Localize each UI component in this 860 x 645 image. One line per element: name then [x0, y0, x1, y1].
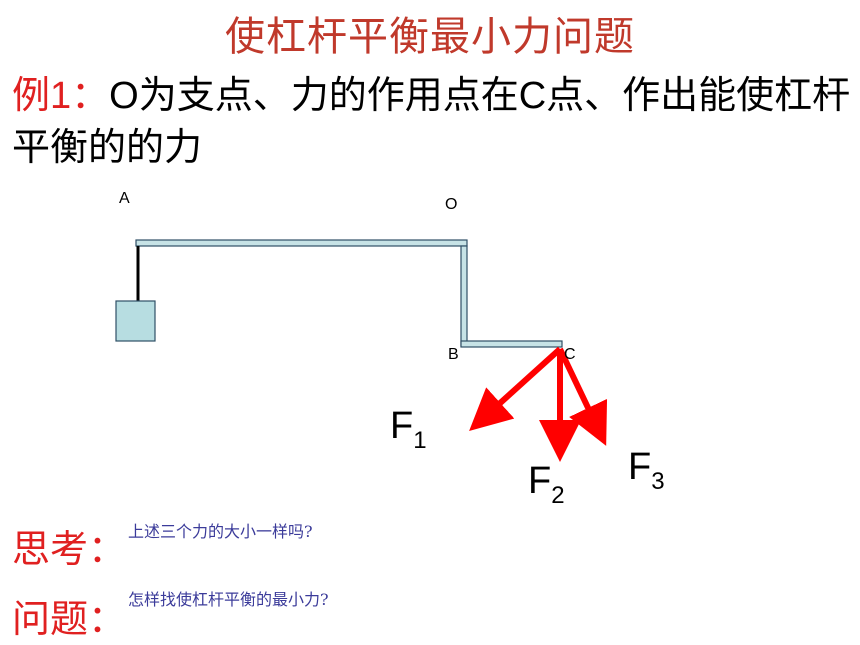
question-text: 怎样找使杠杆平衡的最小力? — [128, 590, 329, 609]
question-label: 问题： — [12, 597, 127, 641]
lever-vertical-segment — [460, 245, 468, 347]
point-a-label: A — [119, 190, 130, 207]
force-label-f3: F3 — [628, 446, 665, 495]
lever-top-bar — [135, 239, 468, 247]
point-o-label: O — [445, 196, 458, 213]
point-b-label: B — [448, 346, 459, 363]
hanging-weight — [115, 300, 156, 342]
force-label-f1: F1 — [390, 405, 427, 454]
example-label: 例1： — [12, 75, 110, 117]
think-text: 上述三个力的大小一样吗? — [128, 522, 313, 541]
point-c-label: C — [564, 346, 576, 363]
force-arrow-f3 — [557, 347, 608, 446]
problem-statement: 例1：O为支点、力的作用点在C点、作出能使杠杆平衡的的力 — [12, 70, 852, 174]
force-label-f2: F2 — [528, 460, 565, 509]
lever-bottom-segment — [460, 340, 563, 348]
problem-text: O为支点、力的作用点在C点、作出能使杠杆平衡的的力 — [12, 75, 851, 169]
think-label: 思考： — [12, 527, 127, 571]
slide-title: 使杠杆平衡最小力问题 — [225, 14, 635, 60]
force-arrow-f1 — [469, 346, 563, 432]
